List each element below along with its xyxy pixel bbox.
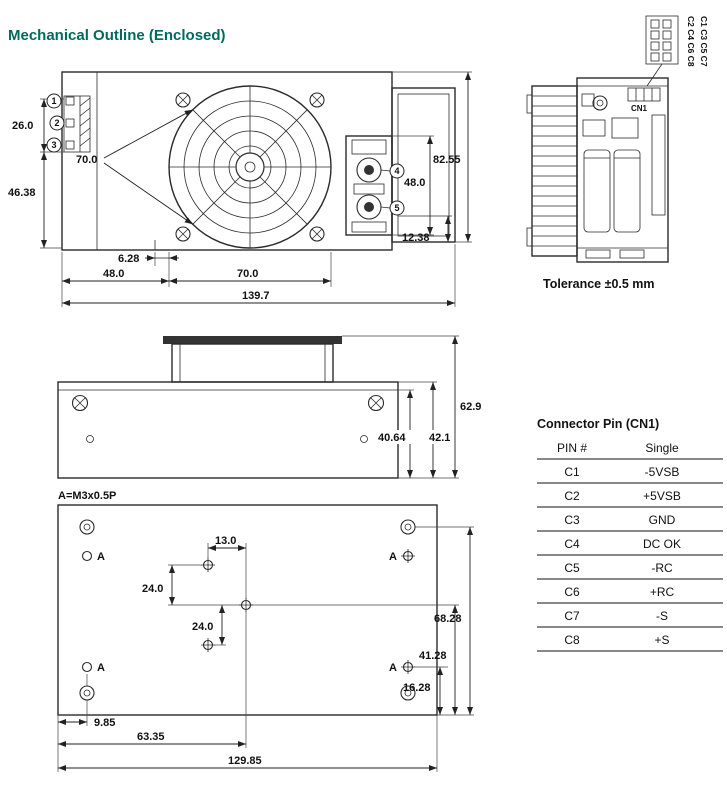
capacitor	[613, 149, 641, 233]
bottom-dim-extensions	[57, 526, 474, 772]
hole-label-a: A	[97, 551, 105, 563]
callout-balloons: 1 2 3 4 5	[46, 93, 405, 216]
pin-cell: C6	[564, 585, 580, 599]
callout-3: 3	[51, 140, 56, 150]
pin-cell: C8	[564, 633, 580, 647]
front-view-drawing: 1 2 3 4 5 26.0 46.38 70.0 82.55 48.0 12.…	[8, 71, 472, 307]
value-cell: +5VSB	[643, 489, 681, 503]
table-row: C1 -5VSB	[564, 465, 679, 479]
front-dim-lower-left-height: 46.38	[8, 187, 36, 199]
chassis-front-outline	[61, 71, 393, 251]
table-row: C4 DC OK	[564, 537, 681, 551]
front-dim-fan-width: 70.0	[237, 268, 258, 280]
front-dim-overall-height: 82.55	[433, 154, 461, 166]
bottom-view-drawing: A=M3x0.5P	[57, 490, 474, 772]
fan-screw	[175, 92, 325, 242]
center-mounting-hole	[201, 558, 253, 652]
cn1-label: CN1	[631, 104, 648, 113]
capacitor	[583, 149, 611, 233]
fan-grille	[168, 85, 332, 249]
cover-hatch-strip	[163, 336, 342, 344]
hole-label-a: A	[389, 551, 397, 563]
table-header-single: Single	[645, 441, 679, 455]
value-cell: -RC	[651, 561, 673, 575]
side-dim-inner-height: 40.64	[378, 432, 406, 444]
bottom-dim-right-span-middle: 41.28	[419, 650, 447, 662]
mounting-hole-a: A A A A	[81, 549, 415, 674]
page-title: Mechanical Outline (Enclosed)	[8, 27, 226, 44]
bottom-dim-overall-width: 129.85	[228, 755, 262, 767]
front-dim-fan-offset: 6.28	[118, 253, 139, 265]
callout-4: 4	[394, 166, 399, 176]
side-elevation-drawing: 40.64 42.1 62.9	[57, 335, 481, 479]
bottom-dim-right-span-outer: 68.28	[434, 613, 462, 625]
table-header-pin: PIN #	[557, 441, 587, 455]
pin-cell: C4	[564, 537, 580, 551]
connector-pin-table: Connector Pin (CN1) PIN # Single C1 -5VS…	[537, 417, 723, 652]
value-cell: -5VSB	[645, 465, 680, 479]
table-row: C2 +5VSB	[564, 489, 681, 503]
fan-duct-outline	[171, 343, 334, 383]
pin-cell: C1	[564, 465, 580, 479]
table-row: C7 -S	[564, 609, 668, 623]
pin-cell: C2	[564, 489, 580, 503]
front-dim-lines	[41, 72, 471, 306]
case-screw	[71, 394, 385, 412]
value-cell: DC OK	[643, 537, 681, 551]
hole-label-a: A	[389, 662, 397, 674]
bottom-dim-hole-pitch-lower: 24.0	[192, 621, 213, 633]
value-cell: +S	[654, 633, 669, 647]
table-row: C5 -RC	[564, 561, 673, 575]
thread-spec-note: A=M3x0.5P	[58, 490, 116, 502]
pin-labels-odd: C1 C3 C5 C7	[699, 16, 709, 67]
table-rules	[537, 458, 723, 652]
terminal-block	[345, 135, 393, 236]
pin-cell: C7	[564, 609, 580, 623]
bottom-dim-center-hole-x: 63.35	[137, 731, 165, 743]
bottom-dim-hole-offset-x: 13.0	[215, 535, 236, 547]
front-dim-terminal-height: 48.0	[404, 177, 425, 189]
pin-grid-icon	[645, 15, 679, 87]
value-cell: +RC	[650, 585, 675, 599]
side-dim-extensions	[342, 335, 459, 479]
side-dim-overall-height: 62.9	[460, 401, 481, 413]
front-dim-fan-diameter: 70.0	[76, 154, 97, 166]
front-dim-overall-width: 139.7	[242, 290, 270, 302]
end-view-body	[576, 77, 669, 263]
side-dim-lines	[407, 336, 458, 478]
input-connector	[63, 95, 91, 153]
table-title: Connector Pin (CN1)	[537, 417, 659, 431]
pin-cell: C5	[564, 561, 580, 575]
body-side-outline	[57, 381, 399, 479]
hole-label-a: A	[97, 662, 105, 674]
value-cell: GND	[649, 513, 676, 527]
front-dim-flange-bottom: 12.38	[402, 232, 430, 244]
bottom-dim-left-hole-offset: 9.85	[94, 717, 115, 729]
table-row: C3 GND	[564, 513, 675, 527]
table-row: C8 +S	[564, 633, 669, 647]
table-row: C6 +RC	[564, 585, 674, 599]
bottom-outline	[57, 504, 438, 716]
callout-2: 2	[54, 118, 59, 128]
callout-1: 1	[51, 96, 56, 106]
front-dim-connector-height: 26.0	[12, 120, 33, 132]
corner-screw	[79, 519, 416, 701]
pin-labels-even: C2 C4 C6 C8	[686, 16, 696, 67]
tolerance-note: Tolerance ±0.5 mm	[543, 277, 655, 291]
end-view-drawing: CN1 C2 C4 C6 C8 C1 C3 C5 C7 Tolerance ±0…	[526, 15, 709, 291]
callout-5: 5	[394, 203, 399, 213]
bottom-dim-hole-pitch-upper: 24.0	[142, 583, 163, 595]
front-dim-bottom-left-width: 48.0	[103, 268, 124, 280]
pin-cell: C3	[564, 513, 580, 527]
value-cell: -S	[656, 609, 668, 623]
bottom-dim-lines	[58, 527, 473, 771]
side-dim-body-height: 42.1	[429, 432, 450, 444]
bottom-dim-right-span-inner: 16.28	[403, 682, 431, 694]
